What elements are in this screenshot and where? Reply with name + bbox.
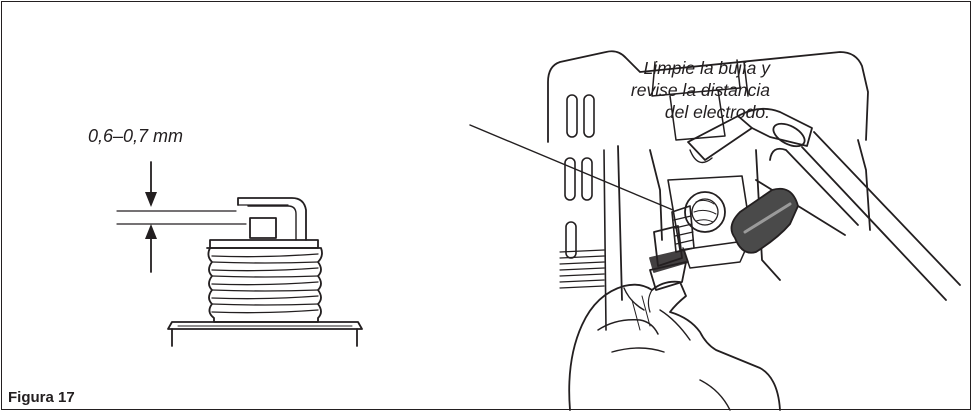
center-electrode xyxy=(249,217,277,239)
gap-dimension-arrows xyxy=(116,161,247,273)
plug-washer xyxy=(167,321,363,330)
figure-caption: Figura 17 xyxy=(8,389,75,406)
gap-spec-label: 0,6–0,7 mm xyxy=(88,126,184,146)
callout-line: revise la distancia xyxy=(630,80,770,100)
cooling-slots xyxy=(564,94,595,259)
spark-plug-in-hand xyxy=(649,205,695,291)
engine-cleaning-illustration xyxy=(469,50,961,411)
callout-leader-line xyxy=(469,124,674,211)
hand xyxy=(568,280,781,411)
callout-line: del electrodo. xyxy=(664,102,770,122)
callout-text: Limpie la bujía y revise la distancia de… xyxy=(540,57,770,123)
ground-electrode xyxy=(237,197,307,241)
spark-plug-wrench xyxy=(687,107,961,301)
callout-line: Limpie la bujía y xyxy=(643,58,770,78)
spark-plug-gap-diagram xyxy=(116,161,363,347)
